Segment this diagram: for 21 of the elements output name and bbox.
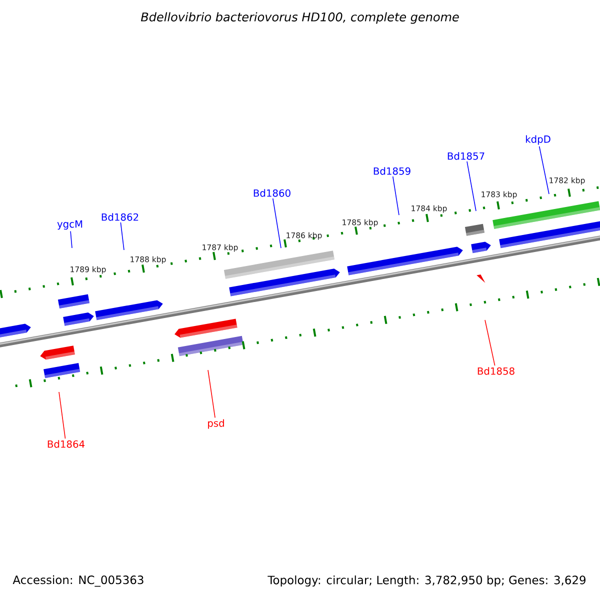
gene-label: Bd1857 [448,152,484,160]
footer-text: Accession: NC_005363 [12,575,144,587]
leader-line [58,392,66,439]
gene-label: Bd1859 [374,167,410,175]
leader-line [466,161,476,212]
gene-label: ygcM [57,220,82,230]
gene-label: Bd1858 [478,367,514,375]
gene-label: kdpD [526,135,550,145]
leader-line [120,222,124,250]
leader-line [272,198,282,248]
gene-label: psd [208,419,224,429]
gene-label: Bd1860 [254,189,290,197]
footer-text: Topology: circular; Length: 3,782,950 bp; Genes: 3,629 [268,575,586,587]
leader-line [538,146,550,194]
leader-line [484,320,496,366]
gene-label: Bd1862 [102,213,138,221]
leader-line [392,176,400,216]
gene-label: Bd1864 [48,440,85,448]
leader-line [70,230,72,248]
leader-line [208,370,216,418]
title: Bdellovibrio bacteriovorus HD100, complete genome [140,12,459,24]
